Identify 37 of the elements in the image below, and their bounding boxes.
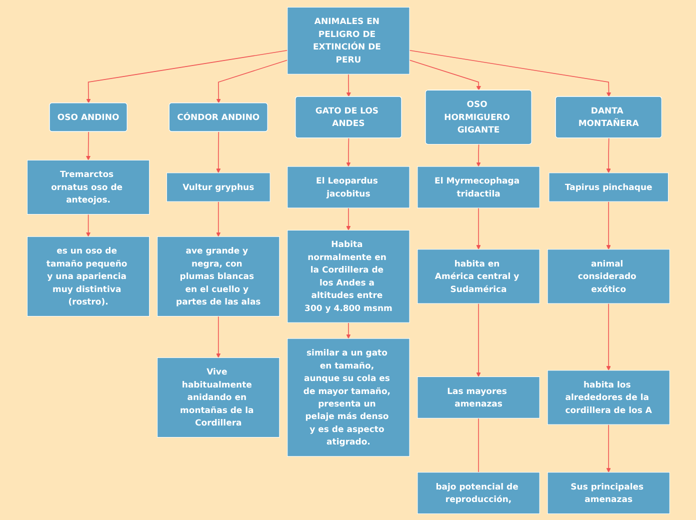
arrow: [86, 50, 288, 103]
arrow: [346, 137, 350, 166]
node-box: Sus principales amenazas: [546, 472, 670, 514]
node-box: habita en América central y Sudamérica: [416, 248, 540, 304]
arrow: [86, 213, 90, 236]
node-box: Habita normalmente en la Cordillera de los Andes a altitudes entre 300 y 4.800 msnm: [286, 229, 410, 322]
arrow: [86, 130, 90, 160]
node-box: Tapirus pinchaque: [548, 172, 668, 202]
node-box: es un oso de tamaño pequeño y una apariencia muy distintiva (rostro).: [26, 236, 150, 316]
arrow: [346, 322, 350, 338]
node-box: Las mayores amenazas: [416, 376, 540, 418]
arrow: [606, 424, 610, 472]
node-box: Tremarctos ornatus oso de anteojos.: [26, 159, 150, 214]
node-box: habita los alrededores de la cordillera de los A: [546, 370, 670, 424]
arrow: [606, 302, 610, 370]
arrow: [346, 73, 351, 96]
node-box: ave grande y negra, con plumas blancas en el cuello y partes de las alas: [156, 236, 280, 316]
arrow: [408, 59, 481, 90]
arrow: [216, 130, 220, 173]
arrow: [606, 200, 610, 250]
arrow: [216, 315, 220, 358]
arrow: [408, 50, 611, 96]
node-box: Vive habitualmente anidando en montañas de la Cordillera: [156, 356, 280, 438]
arrow: [476, 302, 480, 376]
arrow: [476, 144, 480, 166]
node-box: Vultur gryphus: [166, 172, 270, 202]
node-box: El Leopardus jacobitus: [286, 166, 410, 208]
node-box: similar a un gato en tamaño, aunque su cola es de mayor tamaño, presenta un pelaje más denso y es de aspecto atigrado.: [286, 338, 410, 456]
arrow: [346, 207, 350, 230]
node-box: El Myrmecophaga tridactila: [416, 166, 540, 208]
arrow: [476, 207, 480, 250]
node-box: bajo potencial de reproducción,: [416, 472, 540, 514]
node-box: ANIMALES EN PELIGRO DE EXTINCIÓN DE PERU: [286, 6, 410, 74]
arrow: [216, 59, 288, 103]
arrow: [216, 200, 220, 236]
node-box: animal considerado exótico: [546, 248, 670, 304]
arrow: [606, 137, 610, 173]
